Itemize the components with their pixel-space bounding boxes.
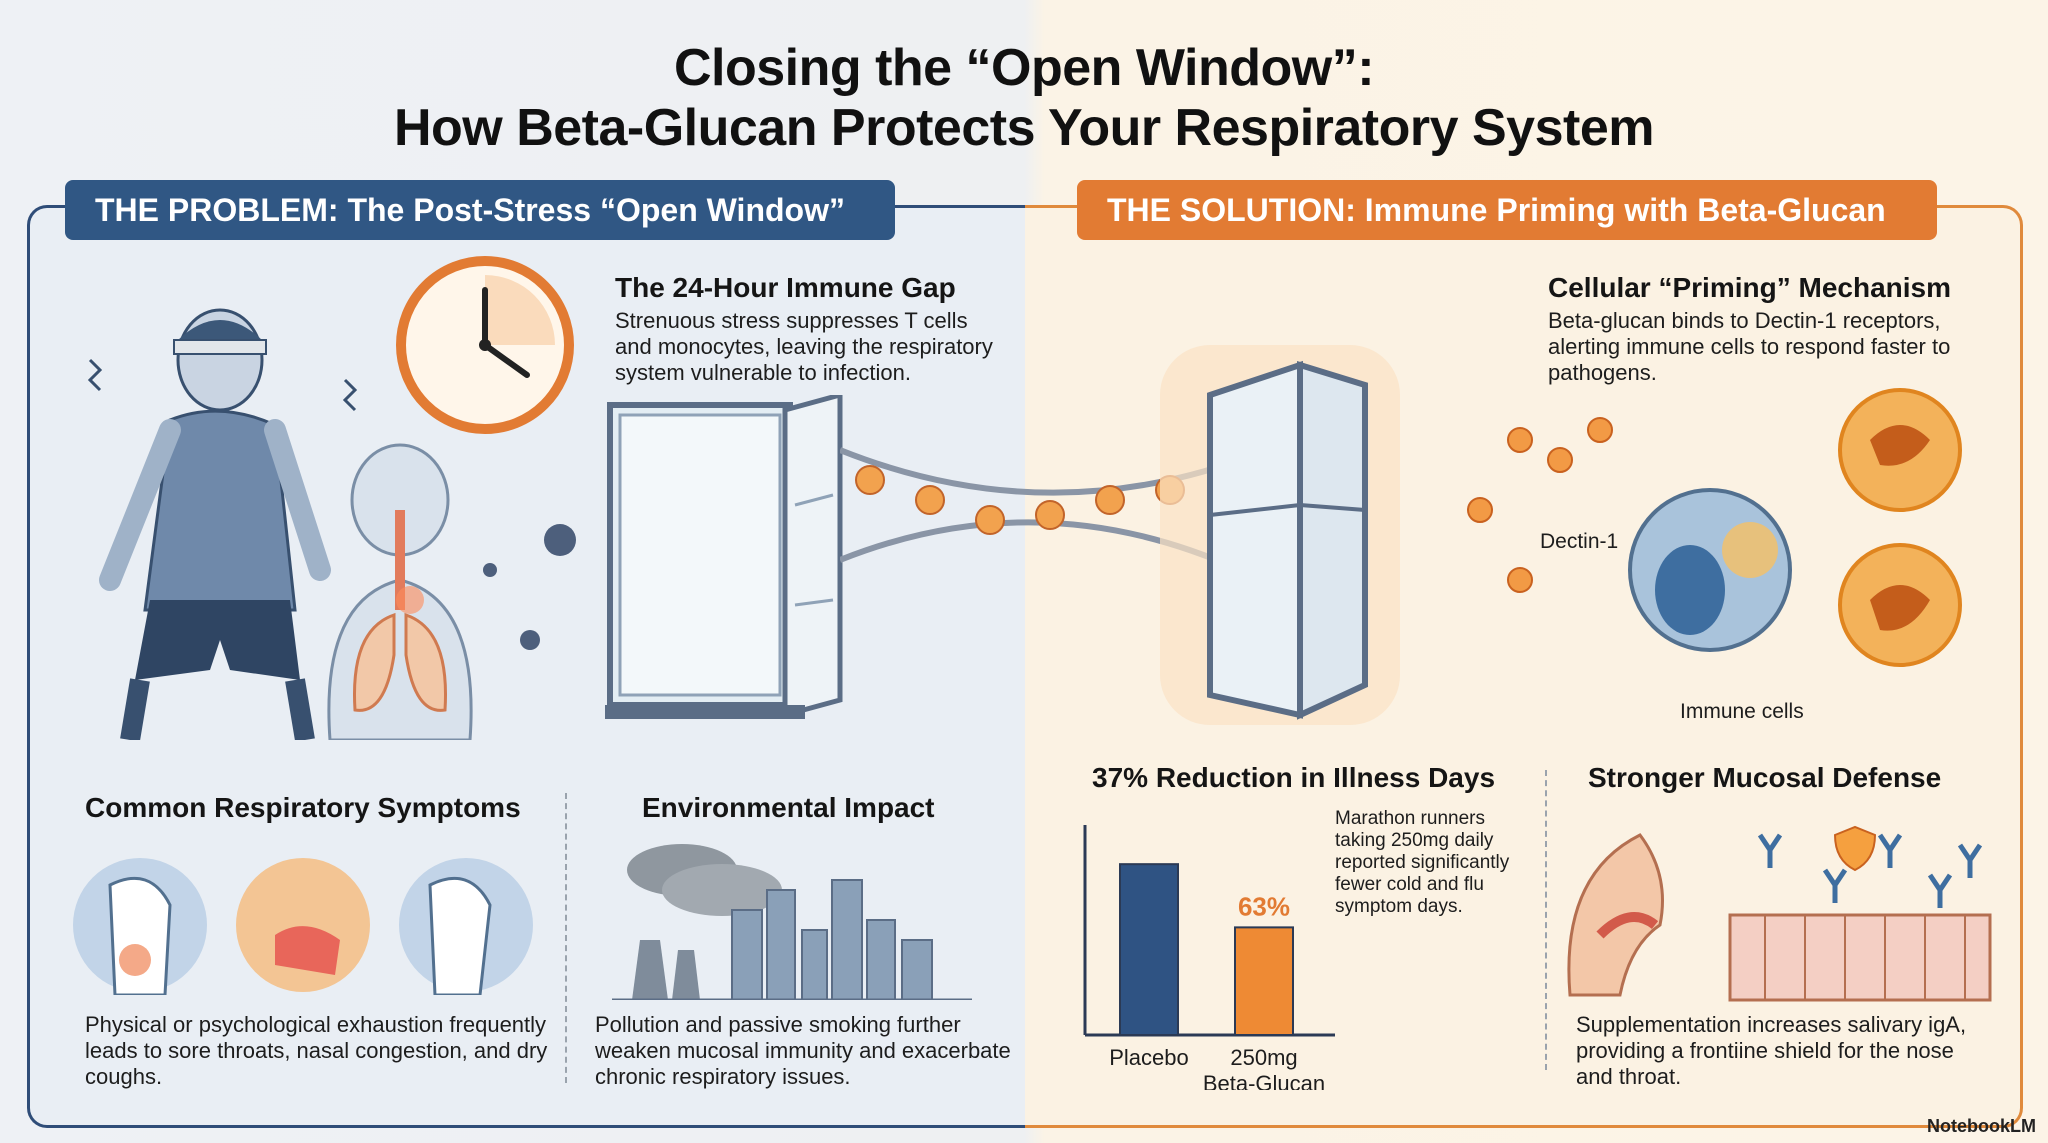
respiratory-system-icon bbox=[327, 443, 473, 740]
left-divider bbox=[565, 793, 567, 1083]
category-label: Beta-Glucan bbox=[1203, 1071, 1325, 1090]
mechanism-title: Cellular “Priming” Mechanism bbox=[1548, 272, 1951, 303]
mucosal-text: Supplementation increases salivary igA, … bbox=[1576, 1012, 1967, 1089]
notebooklm-brand: NotebookLM bbox=[1927, 1116, 2036, 1136]
symptom-icons bbox=[73, 858, 533, 995]
dectin-label: Dectin-1 bbox=[1540, 530, 1619, 553]
solution-header: THE SOLUTION: Immune Priming with Beta-G… bbox=[1077, 180, 1937, 240]
immune-gap-title: The 24-Hour Immune Gap bbox=[615, 272, 956, 303]
environment-title: Environmental Impact bbox=[642, 792, 935, 823]
mucosal-title: Stronger Mucosal Defense bbox=[1588, 762, 1942, 793]
reduction-text: Marathon runners taking 250mg daily repo… bbox=[1335, 808, 1510, 917]
clock-icon bbox=[396, 256, 574, 434]
mechanism-text: Beta-glucan binds to Dectin-1 receptors,… bbox=[1548, 308, 1951, 385]
bar-1 bbox=[1119, 863, 1179, 1036]
pollution-city-icon bbox=[612, 844, 972, 1000]
reduction-title: 37% Reduction in Illness Days bbox=[1092, 762, 1496, 793]
closed-window-icon bbox=[1160, 345, 1400, 725]
mucosal-defense-icon bbox=[1567, 825, 1992, 1002]
right-divider bbox=[1545, 770, 1547, 1070]
bar-2 bbox=[1234, 926, 1294, 1036]
environment-text: Pollution and passive smoking further we… bbox=[595, 1012, 1011, 1089]
bar-data-label: 63% bbox=[1238, 891, 1290, 921]
open-window-icon bbox=[605, 395, 843, 719]
immune-cell-priming-icon bbox=[1467, 388, 1962, 667]
exhausted-athlete-icon bbox=[87, 308, 358, 740]
title-line-2: How Beta-Glucan Protects Your Respirator… bbox=[393, 99, 1655, 157]
category-label: Placebo bbox=[1109, 1045, 1189, 1070]
title-line-1: Closing the “Open Window”: bbox=[673, 39, 1375, 97]
symptoms-text: Physical or psychological exhaustion fre… bbox=[85, 1012, 548, 1089]
problem-header: THE PROBLEM: The Post-Stress “Open Windo… bbox=[65, 180, 895, 240]
immune-cells-label: Immune cells bbox=[1680, 700, 1804, 723]
immune-gap-text: Strenuous stress suppresses T cells and … bbox=[615, 308, 993, 385]
symptoms-title: Common Respiratory Symptoms bbox=[85, 792, 521, 823]
category-label: 250mg bbox=[1230, 1045, 1297, 1070]
